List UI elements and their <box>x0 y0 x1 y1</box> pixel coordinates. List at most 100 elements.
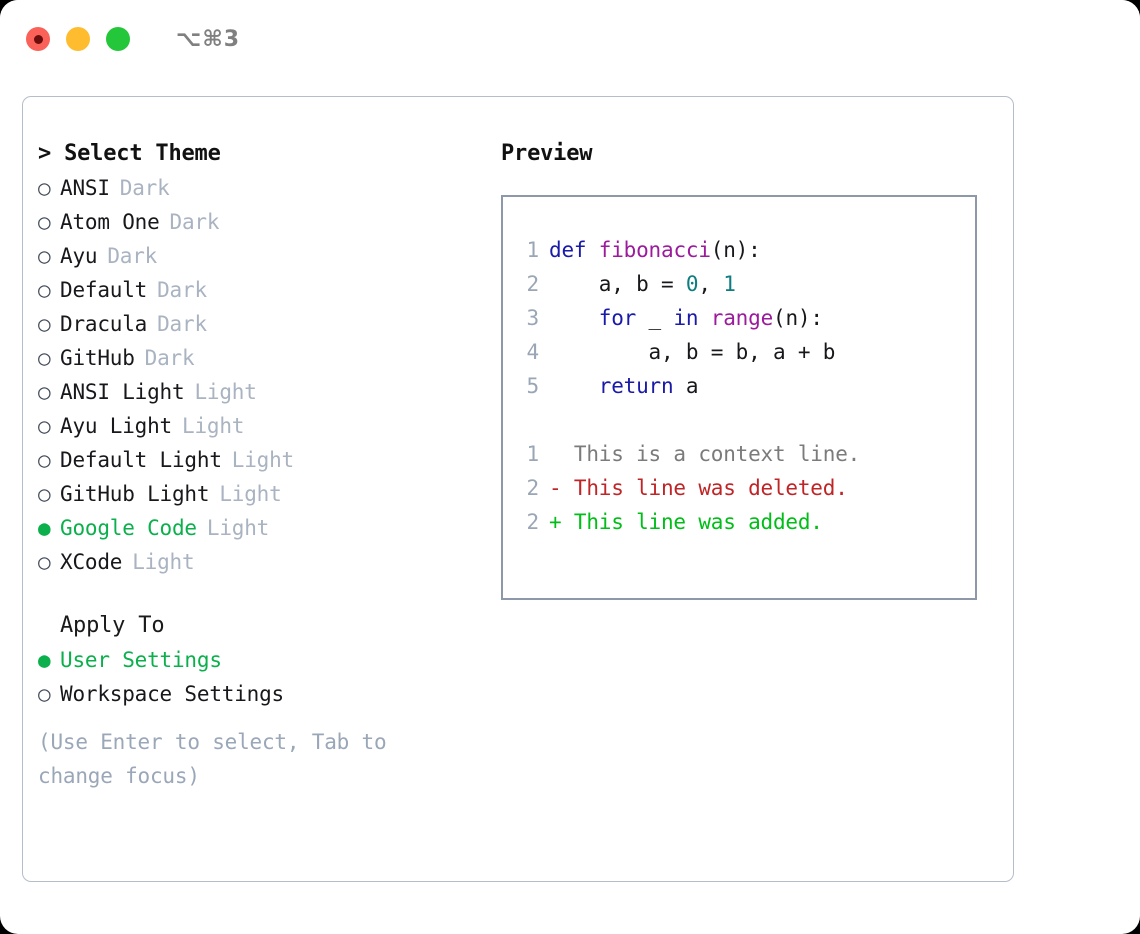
code-text: return a <box>549 369 699 403</box>
code-token-pl <box>698 306 710 330</box>
maximize-button[interactable] <box>106 27 130 51</box>
line-number: 1 <box>526 442 540 466</box>
option-label: GitHub <box>60 346 135 370</box>
code-text: def fibonacci(n): <box>549 233 761 267</box>
code-token-kw: in <box>673 306 699 330</box>
code-token-fn: fibonacci <box>598 238 711 262</box>
option-tag: Dark <box>144 346 195 370</box>
option-label: Workspace Settings <box>60 682 284 706</box>
theme-option-github[interactable]: ○ GitHub Dark <box>38 341 488 375</box>
radio-unselected-icon: ○ <box>38 244 51 268</box>
diff-text: - This line was deleted. <box>549 476 848 500</box>
code-token-pl: _ <box>636 306 674 330</box>
code-token-pl: (n): <box>773 306 823 330</box>
radio-unselected-icon: ○ <box>38 278 51 302</box>
radio-unselected-icon: ○ <box>38 176 51 200</box>
code-line: 4 a, b = b, a + b <box>503 335 975 369</box>
option-tag: Light <box>182 414 245 438</box>
code-line: 5 return a <box>503 369 975 403</box>
apply-option-workspace-settings[interactable]: ○Workspace Settings <box>38 677 488 711</box>
option-label: ANSI Light <box>60 380 185 404</box>
option-label: Google Code <box>60 516 197 540</box>
minimize-button[interactable] <box>66 27 90 51</box>
diff-line-ctx: 1 This is a context line. <box>503 437 975 471</box>
theme-option-ansi[interactable]: ○ ANSI Dark <box>38 171 488 205</box>
radio-unselected-icon: ○ <box>38 346 51 370</box>
select-theme-header: > Select Theme <box>38 141 221 166</box>
shortcut-label: ⌥⌘3 <box>176 26 241 52</box>
preview-title: Preview <box>501 141 593 166</box>
diff-text: This is a context line. <box>549 442 861 466</box>
option-tag: Dark <box>157 312 207 336</box>
code-token-pl: a, b = <box>549 272 686 296</box>
option-label: Ayu <box>60 244 98 268</box>
option-tag: Light <box>132 550 195 574</box>
option-tag: Dark <box>107 244 158 268</box>
apply-option-user-settings[interactable]: ● User Settings <box>38 643 488 677</box>
code-token-pl: a, b = b, a + b <box>549 340 836 364</box>
radio-unselected-icon: ○ <box>38 448 51 472</box>
line-number: 4 <box>526 340 540 364</box>
option-tag: Light <box>206 516 270 540</box>
code-token-fn: range <box>710 306 774 330</box>
option-label: GitHub Light <box>60 482 210 506</box>
line-number: 2 <box>526 510 540 534</box>
radio-selected-icon: ● <box>38 648 51 672</box>
code-text: a, b = b, a + b <box>549 335 836 369</box>
radio-unselected-icon: ○ <box>38 550 51 574</box>
recording-indicator-icon <box>33 34 43 44</box>
line-number: 2 <box>526 272 540 296</box>
radio-unselected-icon: ○ <box>38 312 51 336</box>
line-number: 1 <box>526 238 540 262</box>
code-token-pl: a <box>673 374 699 398</box>
radio-unselected-icon: ○ <box>38 482 51 506</box>
code-text: a, b = 0, 1 <box>549 267 736 301</box>
diff-text: + This line was added. <box>549 510 823 534</box>
code-line: 1 def fibonacci(n): <box>503 233 975 267</box>
option-label: Ayu Light <box>60 414 172 438</box>
close-button[interactable] <box>26 27 50 51</box>
option-label: Atom One <box>60 210 160 234</box>
option-tag: Dark <box>119 176 170 200</box>
code-text: for _ in range(n): <box>549 301 823 335</box>
diff-line-del: 2 - This line was deleted. <box>503 471 975 505</box>
radio-unselected-icon: ○ <box>38 210 51 234</box>
code-token-kw: return <box>549 374 674 398</box>
line-number: 3 <box>526 306 540 330</box>
code-token-num: 1 <box>723 272 736 296</box>
theme-option-github-light[interactable]: ○ GitHub Light Light <box>38 477 488 511</box>
keyboard-hint: (Use Enter to select, Tab to change focu… <box>38 730 399 788</box>
line-number: 2 <box>526 476 540 500</box>
apply-to-header: Apply To <box>60 613 165 638</box>
option-label: Default Light <box>60 448 222 472</box>
code-token-pl: (n): <box>710 238 761 262</box>
code-token-kw: def <box>549 238 599 262</box>
theme-option-dracula[interactable]: ○ Dracula Dark <box>38 307 488 341</box>
diff-sample: 1 This is a context line. 2 - This line wa… <box>503 437 975 539</box>
diff-line-add: 2 + This line was added. <box>503 505 975 539</box>
code-line: 3 for _ in range(n): <box>503 301 975 335</box>
theme-option-ayu[interactable]: ○ Ayu Dark <box>38 239 488 273</box>
option-tag: Light <box>194 380 257 404</box>
option-label: ANSI <box>60 176 110 200</box>
option-tag: Light <box>219 482 282 506</box>
code-token-pl: , <box>698 272 724 296</box>
code-token-num: 0 <box>685 272 699 296</box>
apply-to-list: ● User Settings ○Workspace Settings <box>38 643 488 711</box>
option-label: Dracula <box>60 312 148 336</box>
option-label: User Settings <box>60 648 222 672</box>
title-bar: ⌥⌘3 <box>0 0 1140 78</box>
